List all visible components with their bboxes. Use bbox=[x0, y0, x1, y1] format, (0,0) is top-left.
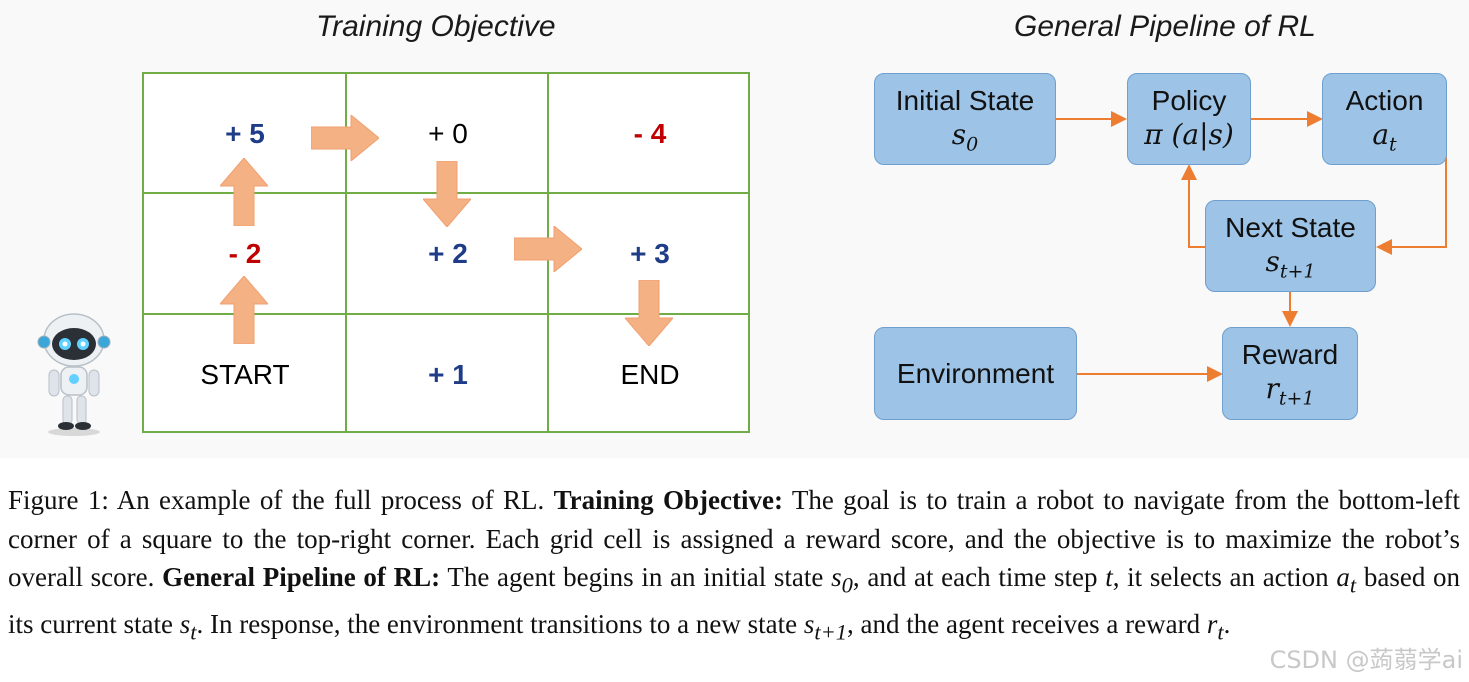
grid-cell-r1c2: + 3 bbox=[630, 238, 670, 269]
caption-pipeline-text: The agent begins in an initial state bbox=[447, 562, 824, 593]
grid-cell-r0c1: + 0 bbox=[428, 118, 468, 149]
grid-cell-r2c1: + 1 bbox=[428, 359, 468, 390]
watermark: CSDN @蒟蒻学ai bbox=[1269, 646, 1463, 674]
reward-label: Reward bbox=[1241, 339, 1339, 370]
caption-pipeline-text: . bbox=[1223, 609, 1231, 640]
grid-cell-r1c1: + 2 bbox=[428, 238, 468, 269]
pipeline-connectors bbox=[1055, 111, 1447, 382]
caption-heading-training: Training Objective: bbox=[553, 485, 783, 515]
grid-cell-r1c0: - 2 bbox=[228, 238, 262, 269]
policy-label: Policy bbox=[1151, 85, 1227, 116]
figure-caption: Figure 1: An example of the full process… bbox=[8, 481, 1460, 652]
caption-pipeline-text: based on its current state bbox=[8, 562, 1461, 640]
policy-box: Policy π (a|s) bbox=[1127, 73, 1251, 165]
next-state-box: Next State st+1 bbox=[1205, 200, 1376, 292]
pipeline-title: General Pipeline of RL bbox=[1014, 10, 1316, 43]
grid-cell-r2c0: START bbox=[200, 359, 290, 390]
caption-heading-pipeline: General Pipeline of RL: bbox=[162, 562, 441, 593]
arrow-down-icon bbox=[423, 161, 471, 227]
math-rt: rt bbox=[1206, 609, 1224, 645]
action-symbol: at bbox=[1372, 118, 1397, 156]
initial-state-box: Initial State s0 bbox=[874, 73, 1056, 165]
environment-label: Environment bbox=[896, 357, 1055, 389]
action-label: Action bbox=[1345, 85, 1424, 116]
caption-pipeline-text: , and the agent receives a reward bbox=[847, 609, 1201, 640]
grid-divider bbox=[345, 74, 347, 431]
arrow-right-icon bbox=[311, 115, 379, 161]
arrow-up-icon bbox=[220, 158, 268, 226]
environment-box: Environment bbox=[874, 327, 1077, 420]
reward-symbol: rt+1 bbox=[1265, 372, 1315, 410]
caption-pipeline-text: , and at each time step bbox=[852, 562, 1098, 593]
math-st: st bbox=[179, 609, 197, 645]
math-s0: s0 bbox=[831, 562, 853, 598]
training-objective-title: Training Objective bbox=[316, 10, 556, 43]
math-st1: st+1 bbox=[803, 609, 848, 645]
caption-figure-label: Figure 1: An example of the full process… bbox=[8, 485, 545, 515]
robot-icon bbox=[37, 313, 111, 436]
initial-state-symbol: s0 bbox=[951, 118, 979, 156]
math-t: t bbox=[1105, 562, 1113, 593]
math-at: at bbox=[1336, 562, 1357, 598]
arrow-up-icon bbox=[220, 276, 268, 344]
grid-cell-r2c2: END bbox=[620, 359, 680, 390]
reward-box: Reward rt+1 bbox=[1222, 327, 1358, 420]
caption-training-text: The goal is to train a robot to navigate… bbox=[8, 485, 1461, 593]
grid-cell-r0c0: + 5 bbox=[225, 118, 265, 149]
caption-pipeline-text: , it selects an action bbox=[1112, 562, 1329, 593]
initial-state-label: Initial State bbox=[895, 85, 1035, 116]
next-state-label: Next State bbox=[1225, 212, 1356, 243]
grid-cell-r0c2: - 4 bbox=[633, 118, 667, 149]
arrow-down-icon bbox=[625, 280, 673, 346]
policy-symbol: π (a|s) bbox=[1144, 118, 1234, 151]
caption-pipeline-text: . In response, the environment transitio… bbox=[196, 609, 798, 640]
next-state-symbol: st+1 bbox=[1265, 245, 1316, 283]
grid-divider bbox=[144, 313, 748, 315]
action-box: Action at bbox=[1322, 73, 1447, 165]
arrow-right-icon bbox=[514, 226, 582, 272]
